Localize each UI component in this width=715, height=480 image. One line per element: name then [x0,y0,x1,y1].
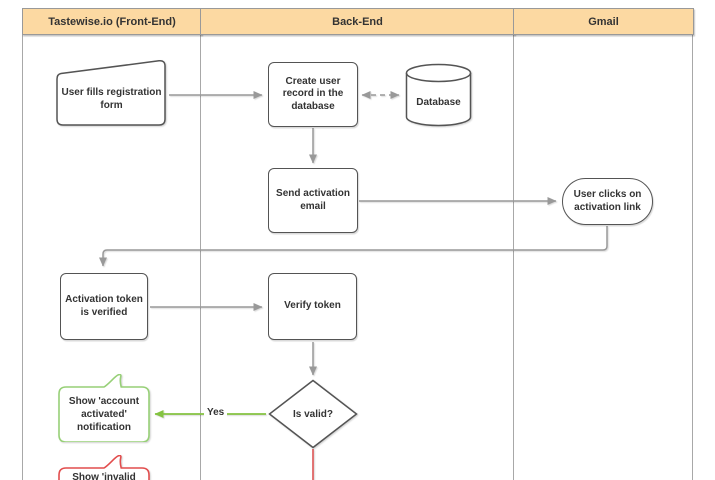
node-account-activated-callout[interactable]: Show 'account activated' notification [58,374,150,442]
manual-input-outline [56,60,166,126]
node-user-clicks-activation-link[interactable]: User clicks on activation link [562,178,653,225]
lane-divider-backend-gmail [513,35,514,480]
node-label: Show 'invalid [72,472,136,480]
node-create-user-record[interactable]: Create user record in the database [268,62,358,127]
node-label: Is valid? [292,408,333,420]
red-callout-outline [58,455,150,480]
lane-border-left [22,35,23,480]
node-database[interactable]: Database [405,63,472,127]
node-activation-token-verified[interactable]: Activation token is verified [60,273,148,340]
node-send-activation-email[interactable]: Send activation email [268,168,358,233]
lane-divider-frontend-backend [200,35,201,480]
node-invalid-callout-partial[interactable]: Show 'invalid [58,455,150,480]
lane-header-backend[interactable]: Back-End [200,8,515,35]
node-registration-form[interactable]: User fills registration form [55,59,168,127]
cylinder-top-ellipse [405,72,472,83]
lane-border-right [692,35,693,480]
decision-diamond-outline [268,379,358,449]
node-label: Database [416,96,461,108]
green-callout-outline [58,374,150,442]
node-label: User fills registration form [61,87,162,111]
lane-header-frontend[interactable]: Tastewise.io (Front-End) [22,8,202,35]
lane-header-gmail[interactable]: Gmail [513,8,694,35]
edge-label-yes: Yes [204,407,228,418]
node-is-valid-decision[interactable]: Is valid? [268,379,358,449]
node-verify-token[interactable]: Verify token [268,273,357,340]
node-label: Show 'account activated' notification [68,395,140,433]
